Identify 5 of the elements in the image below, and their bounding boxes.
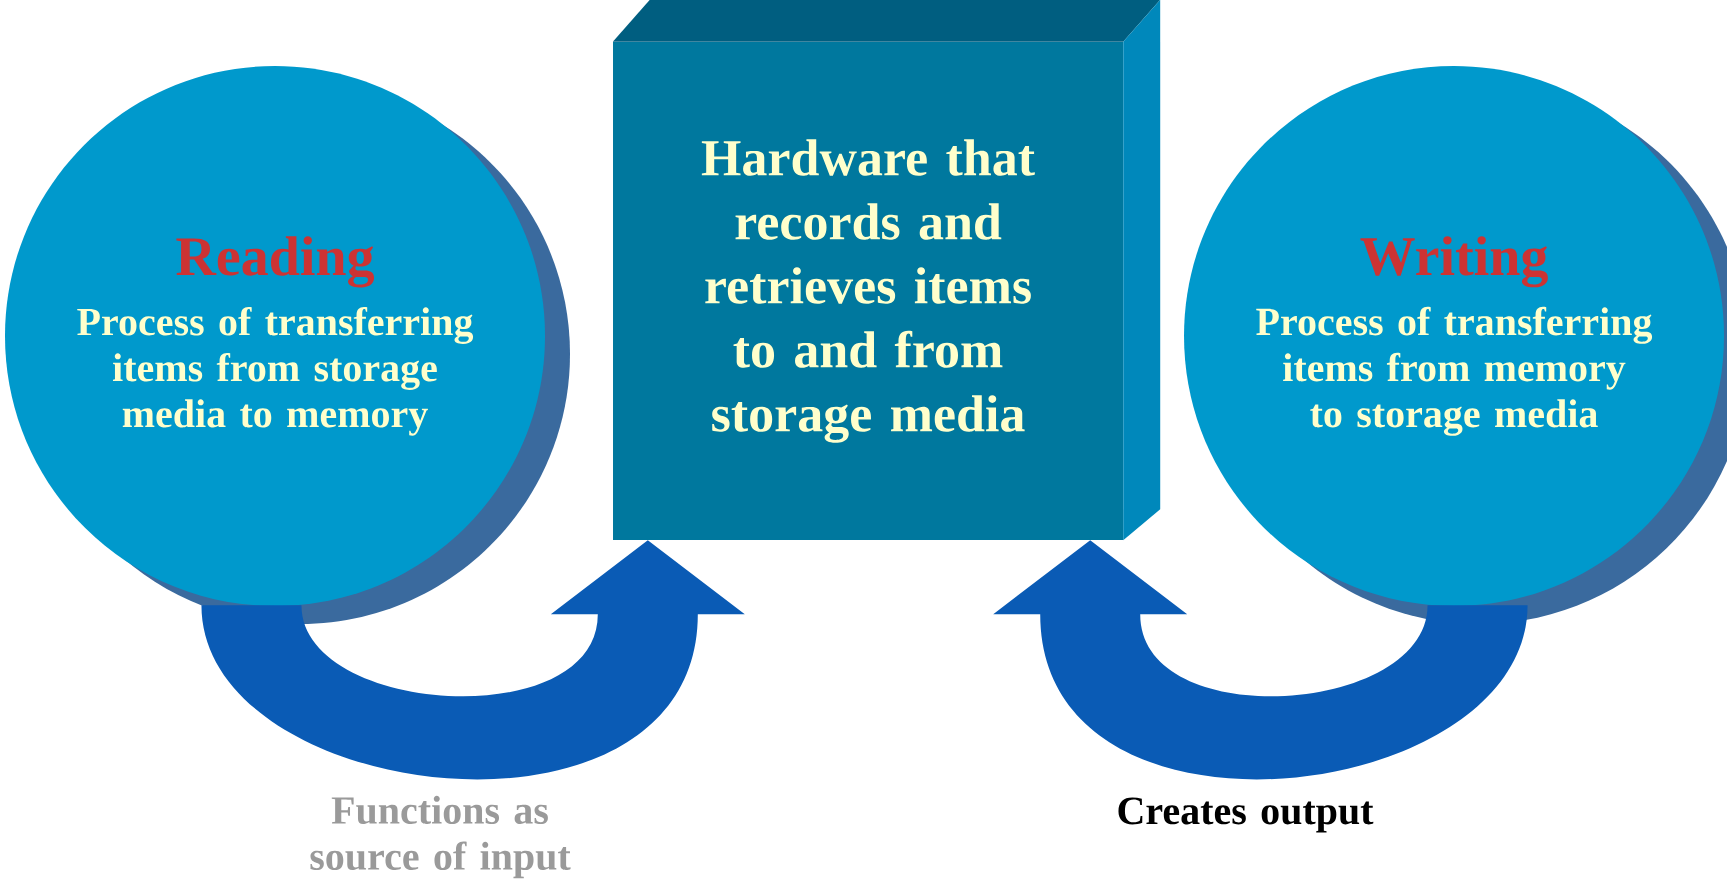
circle-node: Reading Process of transferring items from storage media to memory bbox=[5, 66, 545, 606]
storage-box: Hardware that records and retrieves items to and from storage media bbox=[612, 0, 1161, 541]
circle-node: Writing Process of transferring items from memory to storage media bbox=[1184, 66, 1724, 606]
edge-label: Creates output bbox=[1118, 797, 1374, 833]
edge-label: Functions as source of input bbox=[310, 795, 571, 879]
